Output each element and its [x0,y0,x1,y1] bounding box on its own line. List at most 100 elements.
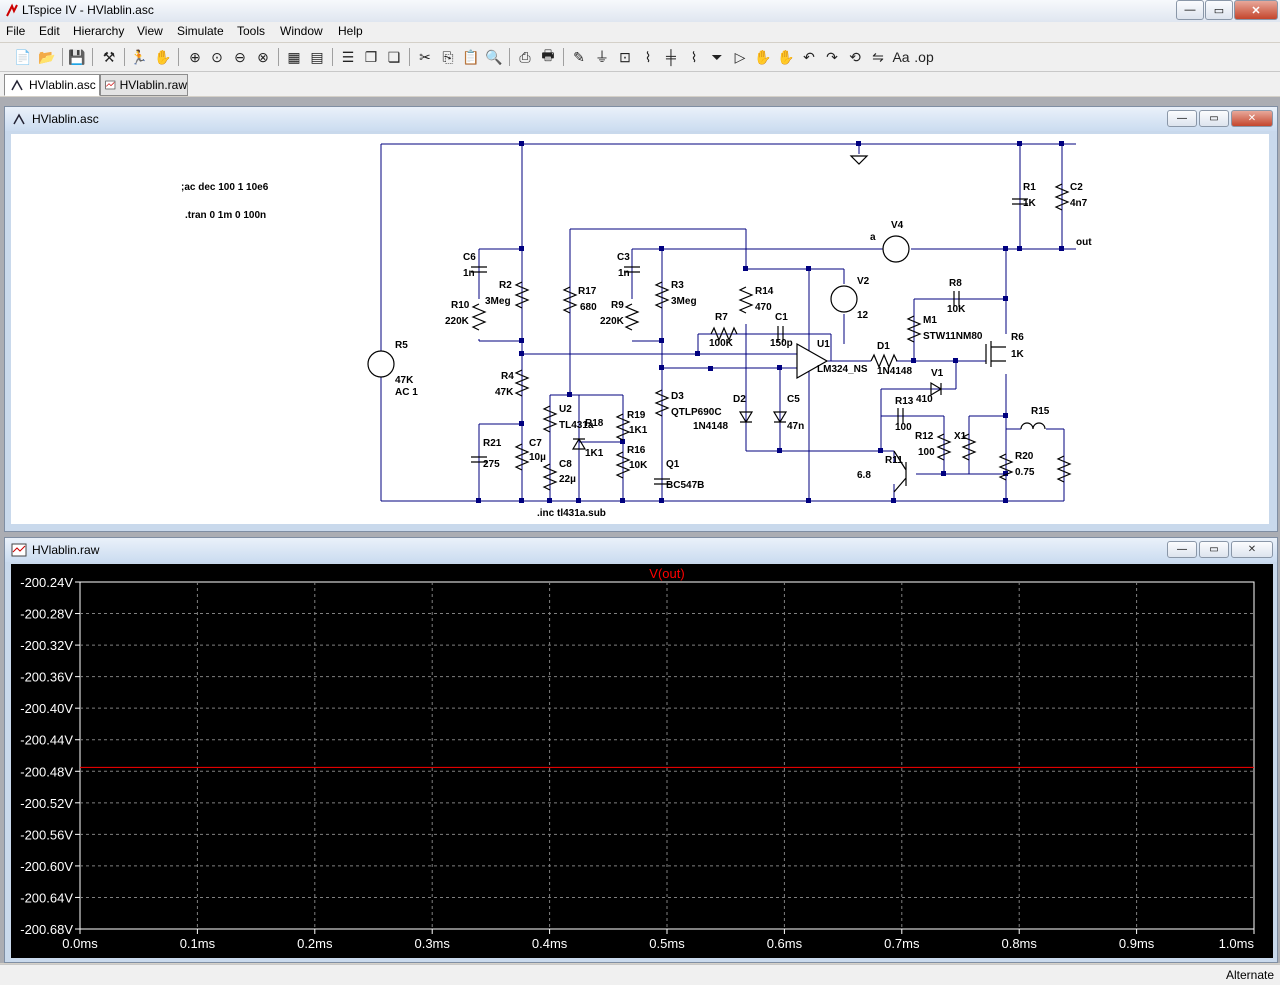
val-R4[interactable]: QTLP690C [671,407,722,418]
ref-X1[interactable]: R15 [1031,406,1050,417]
ground-icon[interactable]: ⏚ [595,49,609,65]
cursor-icon[interactable]: ▤ [310,48,324,65]
rotate-icon[interactable]: ⟲ [849,48,861,65]
copy-icon[interactable]: ⎘ [442,48,454,65]
val-Q1[interactable]: 6.8 [857,470,871,481]
autorange-icon[interactable]: ▦ [287,48,301,65]
val-D3[interactable]: 1N4148 [693,421,729,432]
zoom-fit-icon[interactable]: ⊗ [257,48,269,65]
tab-schematic[interactable]: HVlablin.asc [4,74,100,96]
inductor-icon[interactable]: ⌇ [690,48,698,65]
val-C3[interactable]: 1n [618,268,630,279]
val-U2[interactable]: 1K1 [585,448,604,459]
tile-horizontal-icon[interactable]: ☰ [341,48,355,65]
resistor-icon[interactable]: ⌇ [644,48,652,65]
directive-ac[interactable]: ;ac dec 100 1 10e6 [181,182,269,193]
ref-C7[interactable]: Q1 [666,459,680,470]
spice-directive-icon[interactable]: .op [914,49,934,65]
ref-V1[interactable]: R5 [395,340,408,351]
val-R13[interactable]: 100 [918,447,935,458]
ref-R6[interactable]: D1 [877,341,890,352]
capacitor-icon[interactable]: ╪ [666,49,676,65]
ref-V4[interactable]: V4 [891,220,904,231]
menu-tools[interactable]: Tools [237,24,266,38]
directive-inc[interactable]: .inc tl431a.sub [537,508,606,519]
menu-help[interactable]: Help [338,24,363,38]
ref-C2[interactable]: R8 [949,278,962,289]
val-V2[interactable]: 12 [857,310,869,321]
val-R9[interactable]: 220K [600,316,624,327]
net-label-out[interactable]: out [1076,237,1092,248]
ref-C6[interactable]: C6 [463,252,476,263]
ref-R19[interactable]: R16 [627,445,646,456]
maximize-button[interactable]: ▭ [1205,0,1233,20]
val-R11[interactable]: 0.75 [1015,467,1035,478]
val-R14[interactable]: 470 [755,302,772,313]
ref-R14[interactable]: R14 [755,286,774,297]
menu-simulate[interactable]: Simulate [177,24,224,38]
ref-R1[interactable]: C2 [1070,182,1083,193]
text-icon[interactable]: Aa [892,49,910,65]
val-R17[interactable]: 680 [580,302,597,313]
ref-R9[interactable]: R9 [611,300,624,311]
ref-R10[interactable]: R10 [451,300,470,311]
close-button[interactable]: ✕ [1231,541,1273,558]
ref-R4[interactable]: D3 [671,391,684,402]
pan-icon[interactable]: ⊙ [211,48,223,65]
open-folder-icon[interactable]: 📂 [38,48,56,65]
val-D1[interactable]: 410 [916,394,933,405]
val-R2[interactable]: 3Meg [485,296,511,307]
ref-R16[interactable]: C8 [559,459,572,470]
undo-icon[interactable]: ↶ [803,48,815,65]
val-U1[interactable]: LM324_NS [817,364,868,375]
tab-waveform[interactable]: HVlablin.raw [100,74,188,96]
close-button[interactable]: ✕ [1234,0,1278,20]
val-R8[interactable]: STW11NM80 [923,331,983,342]
draw-wire-icon[interactable]: ✎ [573,48,585,65]
print-preview-icon[interactable]: ⎙ [519,48,531,65]
ref-R8[interactable]: M1 [923,315,937,326]
val-D2[interactable]: 47n [787,421,805,432]
restore-button[interactable]: ▭ [1199,541,1229,558]
waveform-chart[interactable]: -200.24V-200.28V-200.32V-200.36V-200.40V… [11,564,1273,958]
val-R1[interactable]: 4n7 [1070,198,1088,209]
ref-Q1[interactable]: R11 [885,455,903,466]
val-M1[interactable]: 1K [1011,349,1024,360]
menu-file[interactable]: File [6,24,26,38]
val-R3[interactable]: 3Meg [671,296,697,307]
restore-button[interactable]: ▭ [1199,110,1229,127]
val-R16[interactable]: 22µ [559,474,576,485]
val-R21[interactable]: 10µ [529,452,546,463]
ref-U1[interactable]: U1 [817,339,830,350]
ref-D1[interactable]: V1 [931,368,944,379]
ref-M1[interactable]: R6 [1011,332,1024,343]
paste-icon[interactable]: 📋 [462,48,480,65]
drag-icon[interactable]: ✋ [777,48,795,65]
zoom-in-icon[interactable]: ⊕ [189,48,201,65]
ref-C8[interactable]: R21 [483,438,502,449]
find-icon[interactable]: 🔍 [485,48,503,65]
schematic-canvas[interactable]: ;ac dec 100 1 10e6 .tran 0 1m 0 100n .in… [11,134,1269,524]
redo-icon[interactable]: ↷ [826,48,838,65]
halt-icon[interactable]: ✋ [154,48,172,65]
val-C2[interactable]: 10K [947,304,966,315]
tile-vertical-icon[interactable]: ❏ [387,48,401,65]
ref-R12[interactable]: X1 [954,431,967,442]
menu-edit[interactable]: Edit [39,24,60,38]
directive-tran[interactable]: .tran 0 1m 0 100n [185,210,267,221]
ref-D3[interactable]: D2 [733,394,746,405]
val-R5[interactable]: 47K [495,387,514,398]
run-icon[interactable]: 🏃 [130,48,148,65]
val-R6[interactable]: 1N4148 [877,366,913,377]
ref-D2[interactable]: C5 [787,394,800,405]
label-net-icon[interactable]: ⊡ [619,48,631,65]
menu-hierarchy[interactable]: Hierarchy [73,24,125,38]
val-R15[interactable]: TL431a [559,420,594,431]
net-label-a[interactable]: a [870,232,876,243]
ref-R11[interactable]: R20 [1015,451,1034,462]
val-C4[interactable]: 1K [1023,198,1036,209]
waveform-plot-area[interactable]: -200.24V-200.28V-200.32V-200.36V-200.40V… [11,564,1273,958]
control-panel-icon[interactable]: ⚒ [102,48,116,65]
ref-V2[interactable]: V2 [857,276,870,287]
cut-icon[interactable]: ✂ [419,48,431,65]
